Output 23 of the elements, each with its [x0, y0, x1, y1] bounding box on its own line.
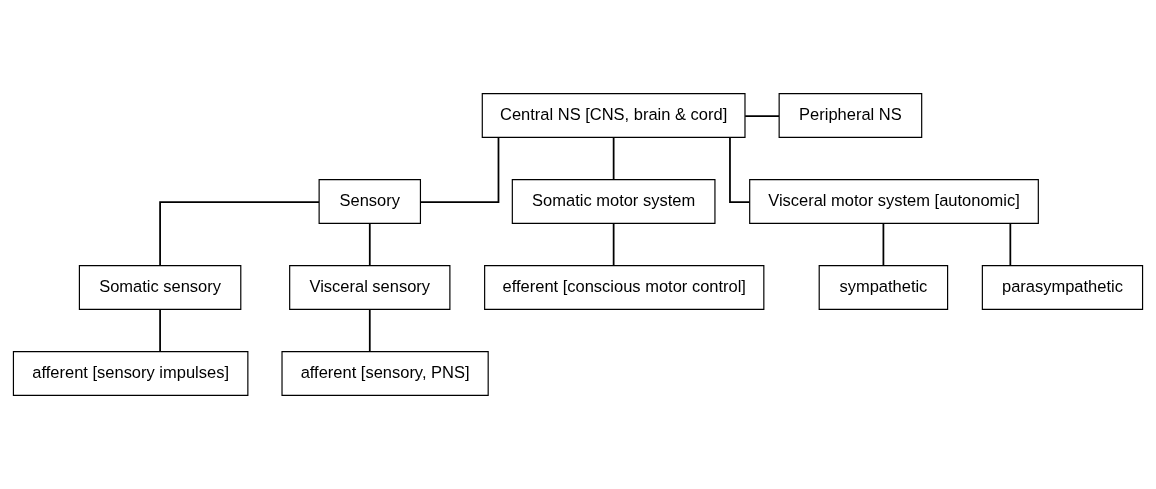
connector: [159, 308, 161, 353]
node-box: afferent [sensory, PNS]: [281, 351, 489, 396]
connector: [744, 115, 780, 117]
node-box: Visceral sensory: [289, 265, 451, 310]
node-box: Somatic motor system: [511, 179, 716, 224]
connector: [882, 222, 885, 267]
node-box: Visceral motor system [autonomic]: [749, 179, 1039, 224]
node-box: efferent [conscious motor control]: [484, 265, 765, 310]
connector: [1009, 222, 1012, 267]
connector: [612, 222, 615, 267]
node-box: Somatic sensory: [78, 265, 242, 310]
connector: [419, 136, 500, 203]
node-box: parasympathetic: [981, 265, 1144, 310]
node-box: afferent [sensory impulses]: [12, 351, 249, 396]
connector: [612, 136, 615, 181]
node-box: Sensory: [318, 179, 422, 224]
node-box: sympathetic: [818, 265, 949, 310]
connector: [729, 136, 751, 203]
connector: [368, 222, 371, 267]
node-box: Central NS [CNS, brain & cord]: [481, 93, 746, 138]
node-box: Peripheral NS: [778, 93, 923, 138]
connector: [159, 201, 320, 267]
connector: [368, 308, 371, 353]
